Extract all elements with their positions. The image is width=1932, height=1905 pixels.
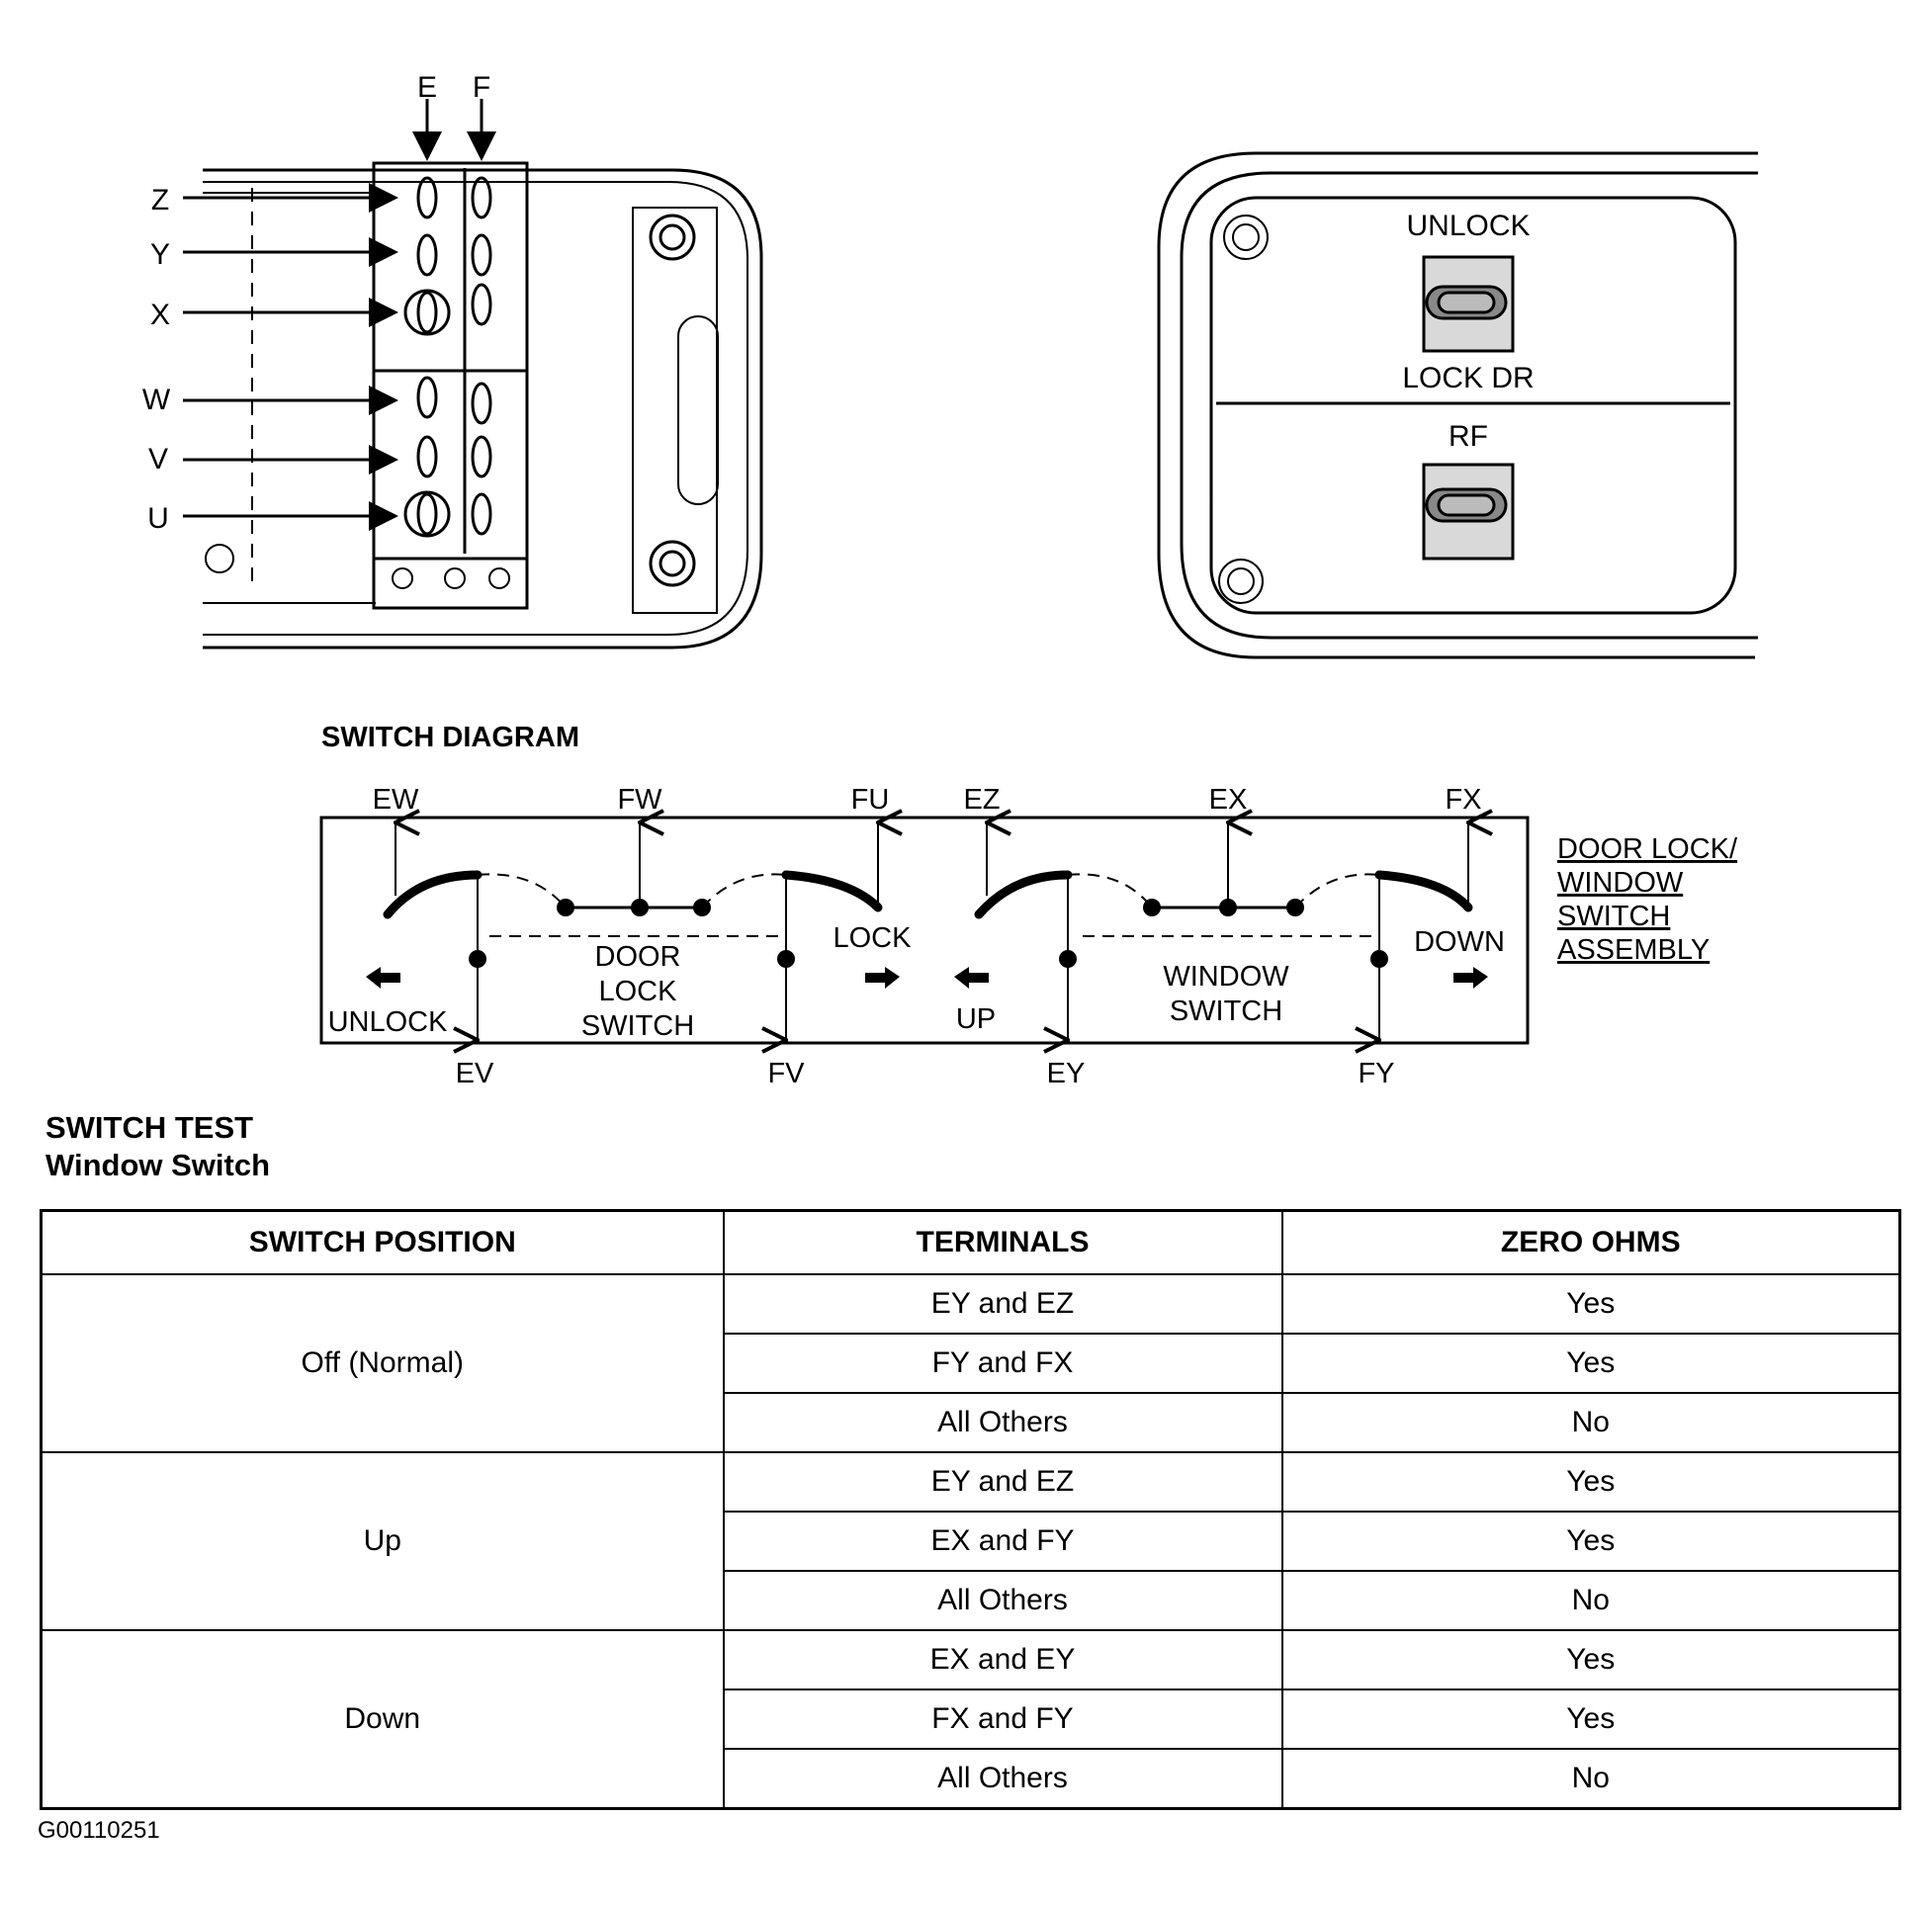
terminal-label-y: Y xyxy=(150,238,170,271)
terminal-label-v: V xyxy=(148,443,168,476)
zero-ohms-cell: Yes xyxy=(1280,1511,1901,1572)
position-cell: Down xyxy=(40,1629,725,1810)
terminal-label-e: E xyxy=(417,71,437,104)
terminal-ey-label: EY xyxy=(1047,1058,1086,1089)
window-switch-line1: WINDOW xyxy=(1163,961,1289,993)
terminal-ew-label: EW xyxy=(373,784,419,816)
rf-label: RF xyxy=(1449,420,1488,453)
terminals-cell: All Others xyxy=(722,1570,1283,1631)
switch-test-title: SWITCH TEST xyxy=(45,1110,254,1145)
terminal-ev-label: EV xyxy=(456,1058,494,1089)
down-direction-label: DOWN xyxy=(1414,926,1505,958)
terminal-ex-label: EX xyxy=(1209,784,1248,816)
terminals-cell: EY and EZ xyxy=(722,1273,1283,1335)
table-row: All Others No xyxy=(42,1392,1901,1453)
terminals-cell: FX and FY xyxy=(722,1689,1283,1750)
terminal-arrows xyxy=(183,99,496,531)
position-cell: Up xyxy=(40,1451,725,1631)
diagram-frame xyxy=(319,816,1530,1045)
figure-code: G00110251 xyxy=(38,1817,160,1844)
table-row: FY and FX Yes xyxy=(42,1333,1901,1394)
table-row: FX and FY Yes xyxy=(42,1689,1901,1750)
direction-arrows xyxy=(366,967,1488,989)
terminals-cell: FY and FX xyxy=(722,1333,1283,1394)
zero-ohms-cell: No xyxy=(1280,1392,1901,1453)
contact-arcs xyxy=(383,870,1473,919)
terminal-label-u: U xyxy=(147,502,169,535)
header-zero-ohms: ZERO OHMS xyxy=(1280,1209,1901,1275)
window-switch-line2: SWITCH xyxy=(1170,996,1282,1027)
up-direction-label: UP xyxy=(956,1003,996,1035)
assembly-label-line4: ASSEMBLY xyxy=(1557,934,1710,966)
terminal-label-f: F xyxy=(473,71,490,104)
zero-ohms-cell: Yes xyxy=(1280,1273,1901,1335)
door-lock-switch-line1: DOOR xyxy=(595,941,681,973)
door-lock-switch-line3: SWITCH xyxy=(581,1010,694,1042)
terminal-fw-label: FW xyxy=(617,784,662,816)
table-row: Up EY and EZ Yes xyxy=(40,1451,1901,1631)
unlock-direction-label: UNLOCK xyxy=(328,1006,449,1038)
terminal-fx-label: FX xyxy=(1445,784,1481,816)
terminal-ez-label: EZ xyxy=(963,784,1000,816)
terminals-cell: All Others xyxy=(722,1392,1283,1453)
table-row: All Others No xyxy=(42,1748,1901,1810)
terminal-label-x: X xyxy=(150,299,170,331)
terminals-cell: EX and FY xyxy=(722,1511,1283,1572)
terminal-fv-label: FV xyxy=(767,1058,805,1089)
table-row: Off (Normal) EY and EZ Yes xyxy=(40,1273,1901,1453)
dashed-links xyxy=(477,873,1380,937)
assembly-label-line2: WINDOW xyxy=(1557,867,1684,899)
unlock-label: UNLOCK xyxy=(1406,210,1530,242)
zero-ohms-cell: No xyxy=(1280,1570,1901,1631)
header-terminals: TERMINALS xyxy=(722,1209,1283,1275)
position-cell: Off (Normal) xyxy=(40,1273,725,1453)
zero-ohms-cell: No xyxy=(1280,1748,1901,1810)
zero-ohms-cell: Yes xyxy=(1280,1689,1901,1750)
table-row: Down EX and EY Yes xyxy=(40,1629,1901,1810)
switch-panel-drawing: UNLOCK LOCK DR RF xyxy=(1157,151,1758,659)
terminal-leads xyxy=(395,823,1468,1040)
table-row: EX and FY Yes xyxy=(42,1511,1901,1572)
table-row: All Others No xyxy=(42,1570,1901,1631)
zero-ohms-cell: Yes xyxy=(1280,1629,1901,1690)
connector-drawing: E F Z Y X W V U xyxy=(142,71,763,649)
connector-pins xyxy=(403,176,492,538)
terminal-fy-label: FY xyxy=(1358,1058,1394,1089)
switch-diagram-title: SWITCH DIAGRAM xyxy=(321,722,579,753)
assembly-label-line1: DOOR LOCK/ xyxy=(1557,833,1738,865)
unlock-lock-rocker xyxy=(1422,255,1515,353)
terminals-cell: EY and EZ xyxy=(722,1451,1283,1513)
terminals-cell: EX and EY xyxy=(722,1629,1283,1690)
terminal-fu-label: FU xyxy=(851,784,890,816)
switch-diagram: SWITCH DIAGRAM xyxy=(319,722,1738,1089)
table-header-row: SWITCH POSITION TERMINALS ZERO OHMS xyxy=(40,1209,1901,1275)
zero-ohms-cell: Yes xyxy=(1280,1451,1901,1513)
terminals-cell: All Others xyxy=(722,1748,1283,1810)
lock-dr-label: LOCK DR xyxy=(1402,362,1534,394)
door-lock-switch-line2: LOCK xyxy=(599,976,678,1007)
zero-ohms-cell: Yes xyxy=(1280,1333,1901,1394)
switch-test-table: SWITCH POSITION TERMINALS ZERO OHMS Off … xyxy=(40,1209,1901,1810)
lock-direction-label: LOCK xyxy=(834,922,913,954)
assembly-label-line3: SWITCH xyxy=(1557,901,1670,932)
switch-test-subtitle: Window Switch xyxy=(45,1148,271,1182)
header-switch-position: SWITCH POSITION xyxy=(40,1209,725,1275)
terminal-label-w: W xyxy=(142,384,171,416)
terminal-label-z: Z xyxy=(151,184,169,216)
rf-rocker xyxy=(1422,463,1515,561)
contact-dots xyxy=(469,899,1388,968)
